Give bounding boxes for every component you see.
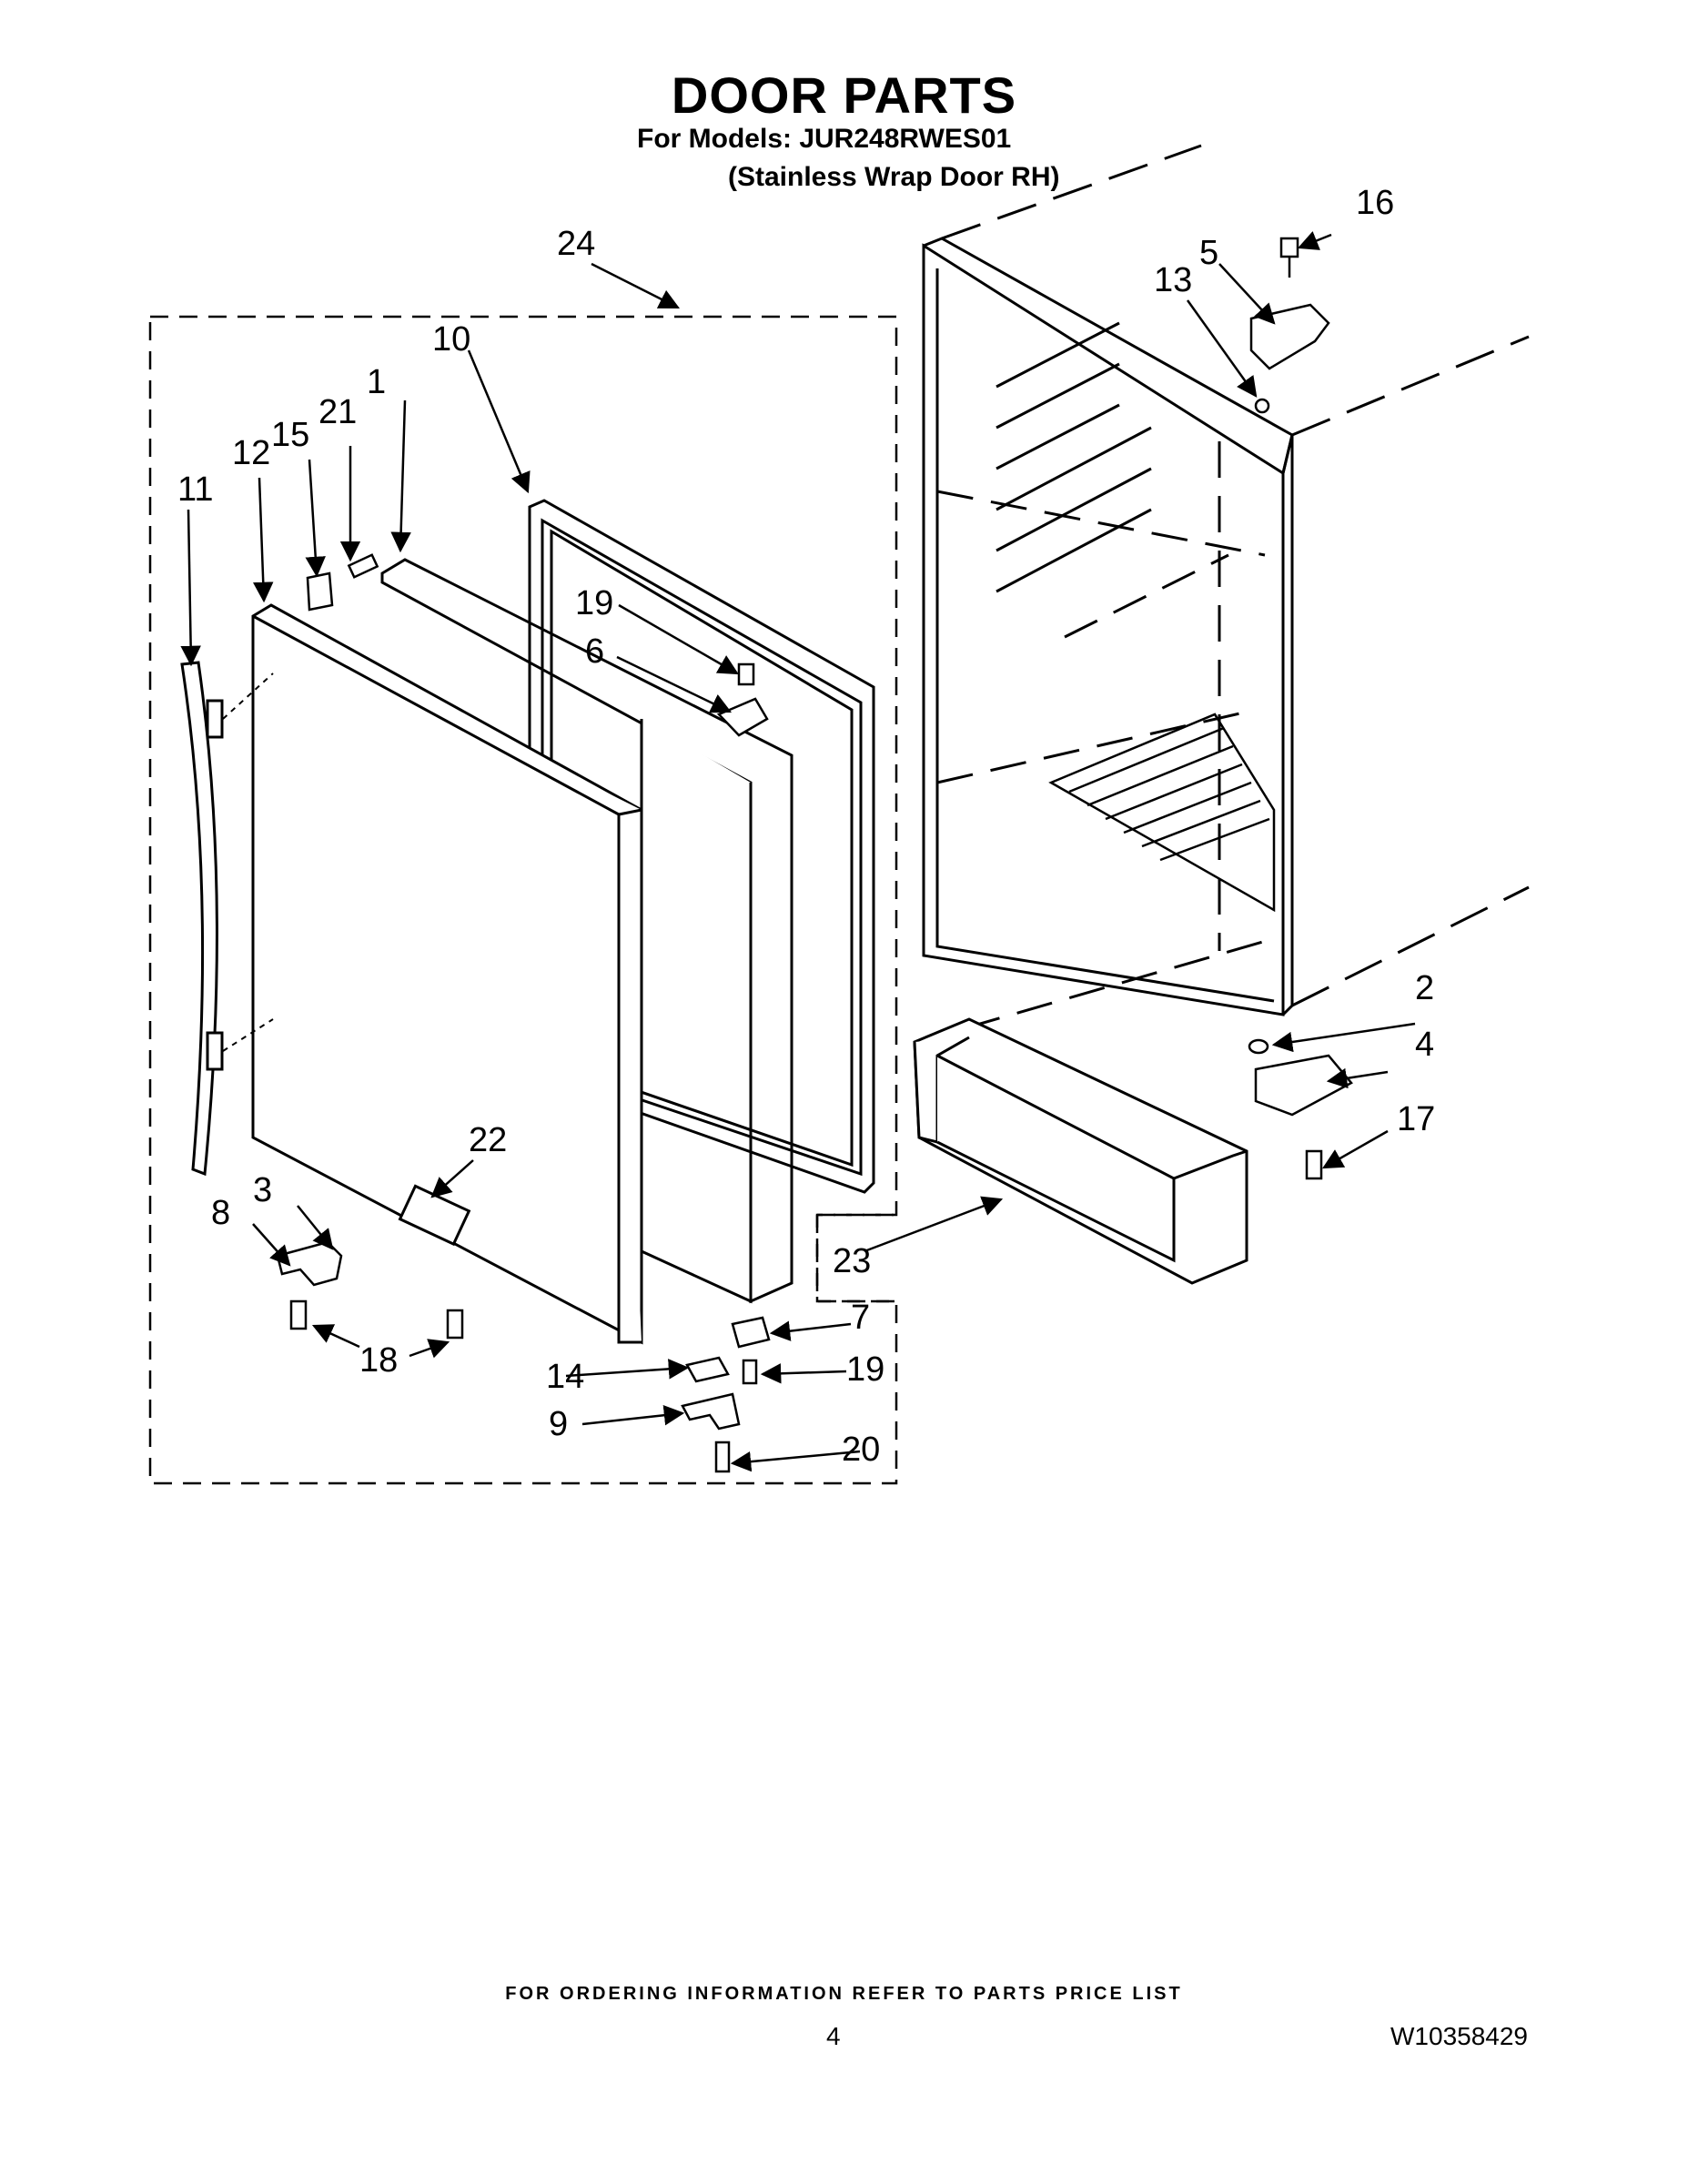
outer-door-panel: [251, 603, 643, 1345]
callout-14: 14: [546, 1358, 584, 1396]
callout-20: 20: [842, 1431, 880, 1469]
callout-16: 16: [1356, 184, 1394, 222]
callout-5: 5: [1199, 234, 1218, 272]
callout-17: 17: [1397, 1100, 1435, 1138]
callout-13: 13: [1154, 261, 1192, 299]
shelf-boundary: [815, 1213, 901, 1303]
callout-9: 9: [549, 1405, 568, 1443]
callout-8: 8: [211, 1194, 230, 1232]
door-assembly-boundary: [148, 315, 898, 1485]
callout-7: 7: [851, 1299, 870, 1337]
page-number: 4: [826, 2022, 841, 2050]
callout-15: 15: [271, 416, 309, 454]
callout-19-bottom: 19: [846, 1350, 884, 1389]
door-handle: [180, 661, 224, 1177]
document-number: W10358429: [1390, 2022, 1529, 2050]
model-number: For Models: JUR248RWES01: [637, 124, 1012, 154]
callout-3: 3: [253, 1171, 272, 1209]
callout-4: 4: [1415, 1026, 1434, 1064]
callout-23: 23: [833, 1242, 871, 1280]
callout-22: 22: [469, 1121, 507, 1159]
callout-6: 6: [585, 632, 604, 671]
callout-18: 18: [359, 1341, 398, 1380]
callout-12: 12: [232, 434, 270, 472]
callout-11: 11: [177, 470, 213, 509]
cabinet-outline: [922, 144, 1530, 1030]
door-shelf: [913, 1017, 1248, 1285]
callout-1: 1: [367, 363, 386, 401]
callout-19-top: 19: [575, 584, 613, 622]
leader-lines: [180, 231, 1416, 1472]
callout-21: 21: [318, 393, 357, 431]
page-title: DOOR PARTS: [671, 66, 1017, 124]
callout-2: 2: [1415, 969, 1434, 1007]
ordering-note: FOR ORDERING INFORMATION REFER TO PARTS …: [505, 1984, 1183, 2004]
callout-10: 10: [432, 320, 470, 359]
cabinet-vent-slots: [996, 321, 1152, 593]
door-badge: [398, 1184, 471, 1247]
cabinet-floor-grille: [1048, 713, 1276, 913]
model-variant: (Stainless Wrap Door RH): [728, 162, 1060, 192]
callout-24: 24: [557, 225, 595, 263]
